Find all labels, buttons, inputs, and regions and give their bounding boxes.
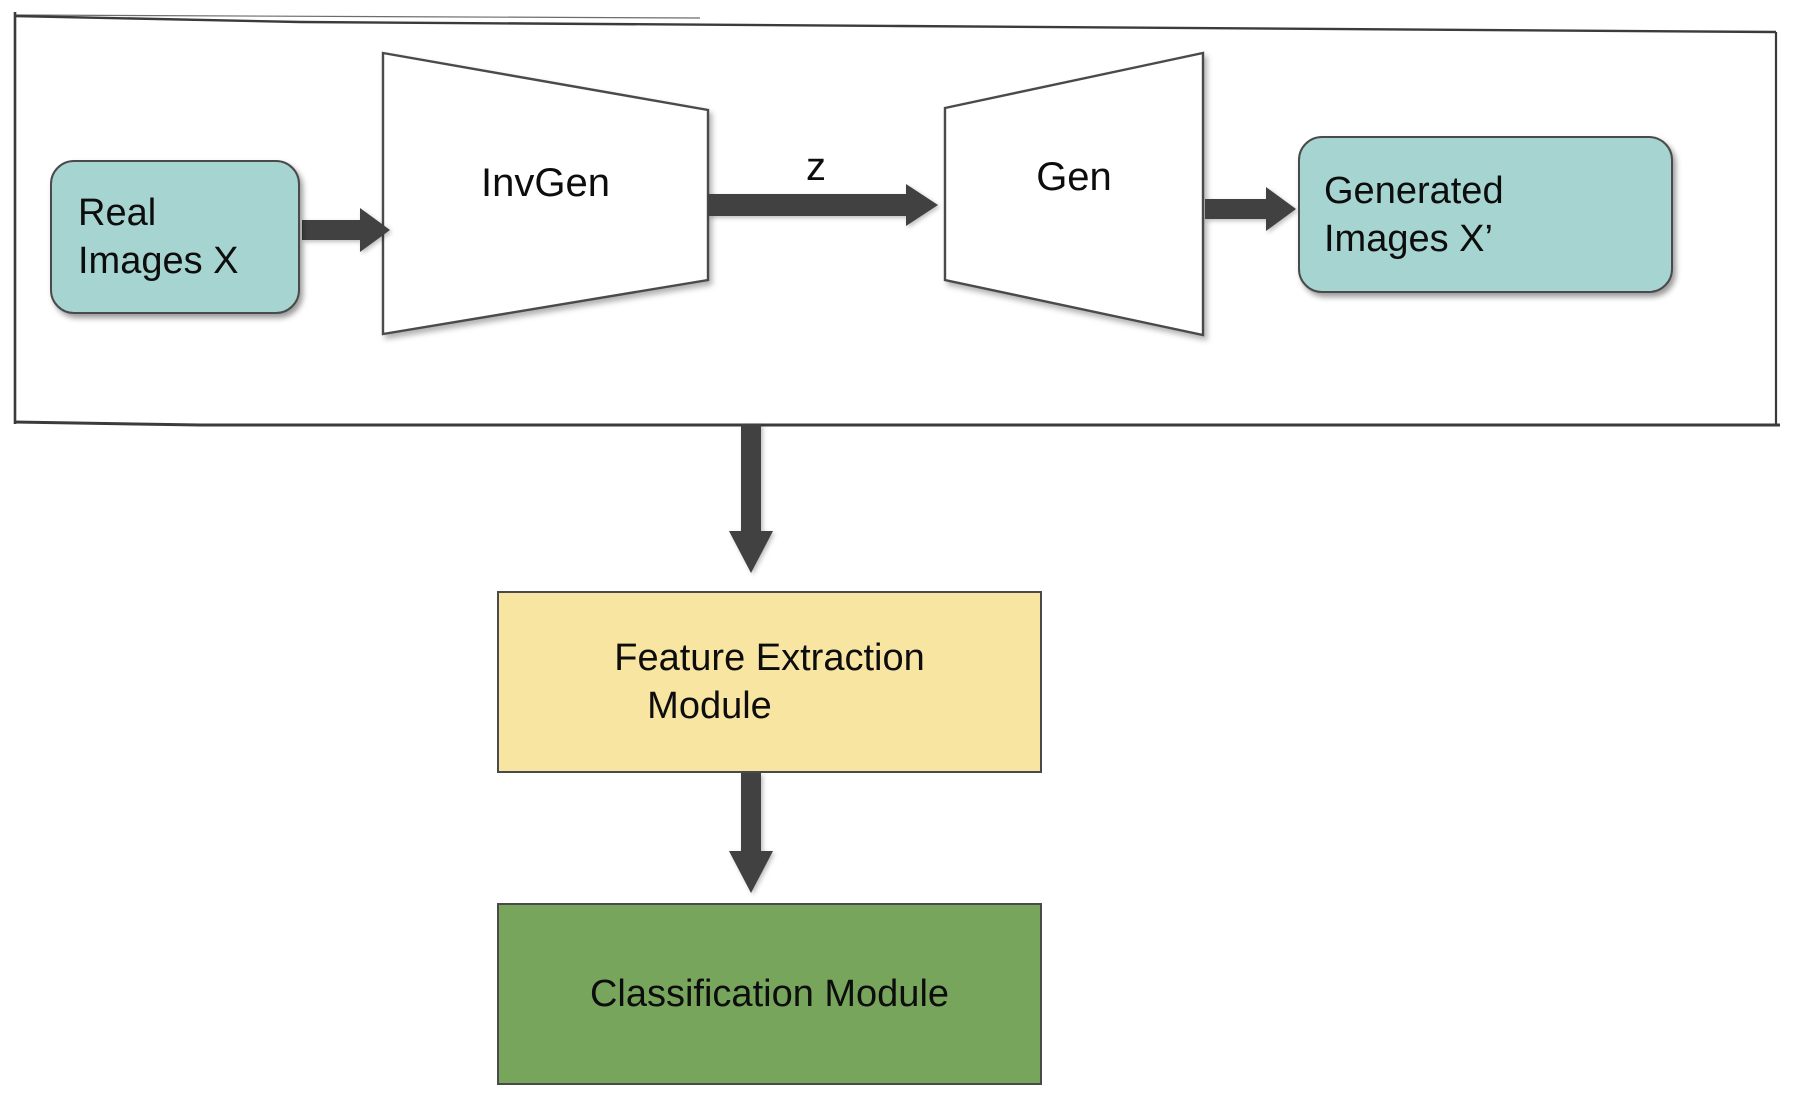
invgen-trapezoid [381, 51, 710, 336]
latent-z-label: z [806, 145, 826, 189]
frame-top-border-sketch-line [13, 14, 701, 19]
classification-label: Classification Module [589, 973, 950, 1015]
feature-extraction-label-line1: Feature Extraction [614, 637, 925, 679]
arrow-gen-to-generated [1205, 187, 1296, 231]
arrow-frame-to-feature-extraction [729, 424, 773, 573]
feature-extraction-label-line2: Module [647, 685, 772, 727]
arrow-feature-extraction-to-classification [729, 773, 773, 893]
real-images-node: Real Images X [50, 160, 300, 314]
arrow-real-to-invgen [302, 208, 390, 252]
generated-images-label: Generated Images X’ [1324, 169, 1504, 260]
frame-bottom-border [13, 420, 1780, 427]
real-images-label: Real Images X [78, 192, 239, 282]
gen-label: Gen [1036, 155, 1112, 199]
generated-images-node: Generated Images X’ [1298, 136, 1673, 293]
frame-top-border [13, 14, 1777, 34]
feature-extraction-node: Feature Extraction Module [497, 591, 1042, 773]
classification-node: Classification Module [497, 903, 1042, 1085]
invgen-label: InvGen [481, 161, 610, 205]
gen-trapezoid [943, 51, 1205, 337]
arrow-invgen-to-gen [708, 184, 938, 226]
